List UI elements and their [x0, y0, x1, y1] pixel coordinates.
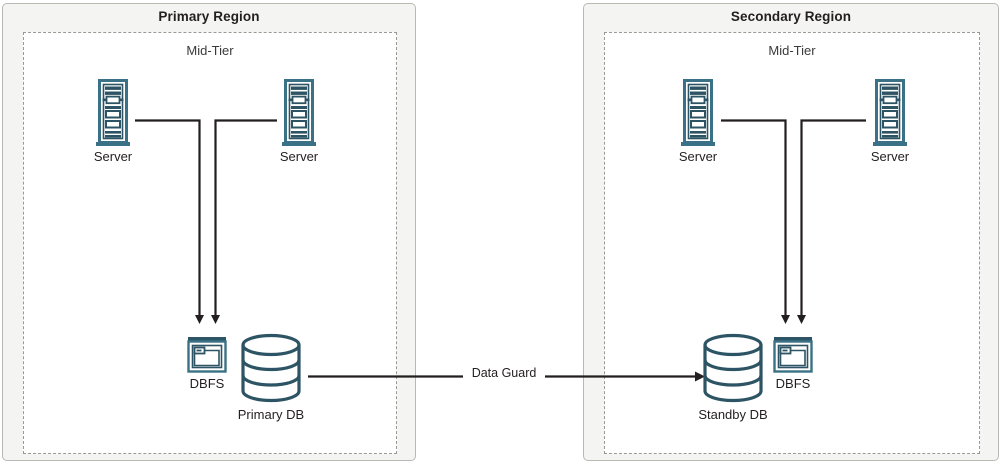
region-primary-title: Primary Region [158, 9, 260, 24]
tier-primary-title: Mid-Tier [186, 43, 234, 58]
tier-secondary-mid-tier: Mid-Tier [604, 32, 980, 454]
node-secondary-server-1[interactable]: Server [655, 79, 741, 165]
region-primary: Primary Region Mid-Tier [2, 3, 416, 461]
server-rack-icon [96, 79, 130, 146]
region-secondary-title: Secondary Region [730, 9, 852, 24]
node-secondary-server-2[interactable]: Server [847, 79, 933, 165]
node-label: Server [93, 149, 133, 164]
node-label: Server [279, 149, 319, 164]
dbfs-window-icon [187, 337, 227, 373]
node-label: DBFS [775, 376, 811, 391]
database-cylinder-icon [703, 333, 763, 403]
dbfs-window-icon [773, 337, 813, 373]
data-guard-link-label: Data Guard [464, 365, 544, 381]
node-primary-database[interactable]: Primary DB [216, 332, 326, 423]
region-secondary: Secondary Region Mid-Tier [583, 3, 999, 461]
node-primary-server-2[interactable]: Server [256, 79, 342, 165]
node-secondary-dbfs[interactable]: DBFS [761, 336, 825, 392]
node-primary-server-1[interactable]: Server [70, 79, 156, 165]
server-rack-icon [873, 79, 907, 146]
node-label: DBFS [189, 376, 225, 391]
node-label: Server [870, 149, 910, 164]
node-label: Primary DB [237, 407, 305, 422]
server-rack-icon [681, 79, 715, 146]
node-secondary-database[interactable]: Standby DB [678, 332, 788, 423]
database-cylinder-icon [241, 333, 301, 403]
node-label: Server [678, 149, 718, 164]
tier-secondary-title: Mid-Tier [768, 43, 816, 58]
server-rack-icon [282, 79, 316, 146]
node-label: Standby DB [698, 407, 768, 422]
node-primary-dbfs[interactable]: DBFS [175, 336, 239, 392]
tier-primary-mid-tier: Mid-Tier [23, 32, 397, 454]
